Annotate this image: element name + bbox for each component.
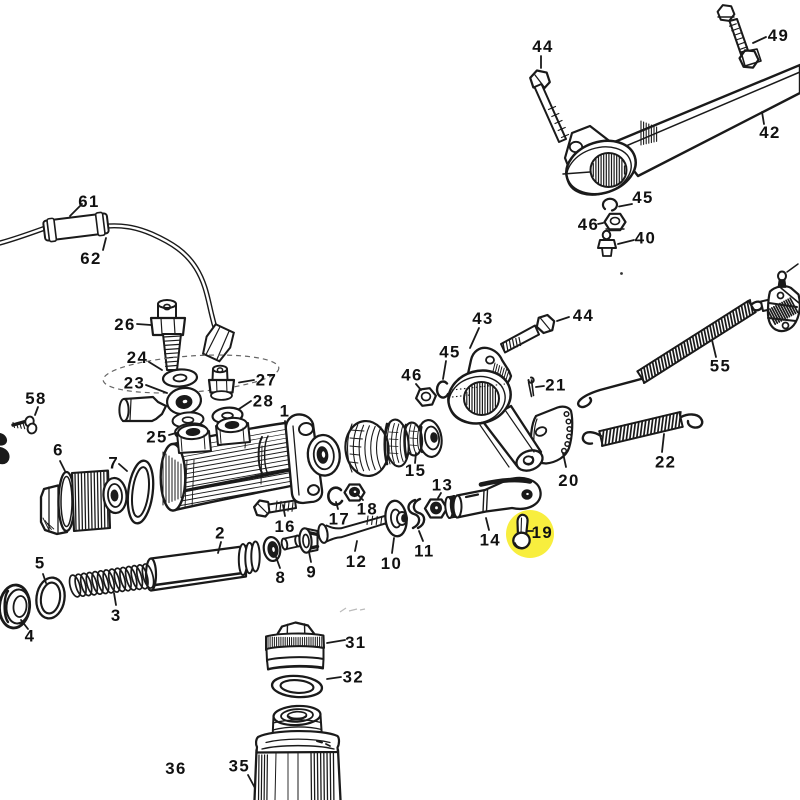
svg-text:35: 35 <box>229 757 250 776</box>
svg-text:46: 46 <box>578 215 599 234</box>
svg-text:55: 55 <box>710 357 731 376</box>
svg-text:49: 49 <box>768 26 789 45</box>
svg-text:19: 19 <box>532 523 553 542</box>
svg-text:23: 23 <box>124 374 145 393</box>
svg-text:7: 7 <box>108 454 119 473</box>
svg-text:25: 25 <box>146 428 167 447</box>
svg-text:45: 45 <box>632 188 653 207</box>
svg-text:21: 21 <box>545 376 566 395</box>
svg-text:8: 8 <box>276 568 287 587</box>
svg-text:16: 16 <box>274 517 295 536</box>
svg-text:6: 6 <box>53 441 64 460</box>
svg-text:9: 9 <box>306 563 317 582</box>
svg-text:58: 58 <box>25 389 46 408</box>
svg-text:44: 44 <box>532 37 553 56</box>
svg-text:17: 17 <box>329 509 350 528</box>
svg-text:36: 36 <box>165 759 186 778</box>
svg-text:20: 20 <box>558 471 579 490</box>
svg-text:11: 11 <box>414 541 435 560</box>
svg-text:3: 3 <box>111 606 122 625</box>
svg-text:27: 27 <box>256 371 277 390</box>
svg-text:4: 4 <box>25 627 36 646</box>
svg-text:31: 31 <box>345 633 366 652</box>
svg-text:10: 10 <box>381 554 402 573</box>
svg-text:32: 32 <box>343 668 364 687</box>
svg-text:61: 61 <box>78 192 99 211</box>
svg-text:24: 24 <box>127 348 148 367</box>
svg-text:14: 14 <box>480 531 501 550</box>
svg-text:44: 44 <box>573 306 594 325</box>
svg-text:5: 5 <box>35 554 46 573</box>
svg-text:1: 1 <box>280 402 291 421</box>
svg-text:13: 13 <box>432 475 453 494</box>
svg-text:15: 15 <box>405 461 426 480</box>
svg-text:22: 22 <box>655 453 676 472</box>
svg-text:45: 45 <box>439 343 460 362</box>
svg-text:40: 40 <box>635 229 656 248</box>
svg-text:12: 12 <box>346 552 367 571</box>
svg-text:62: 62 <box>80 249 101 268</box>
svg-text:42: 42 <box>759 123 780 142</box>
svg-text:46: 46 <box>401 366 422 385</box>
svg-text:28: 28 <box>253 392 274 411</box>
svg-text:2: 2 <box>215 523 226 542</box>
svg-text:26: 26 <box>114 315 135 334</box>
svg-text:18: 18 <box>357 500 378 519</box>
svg-text:43: 43 <box>472 309 493 328</box>
